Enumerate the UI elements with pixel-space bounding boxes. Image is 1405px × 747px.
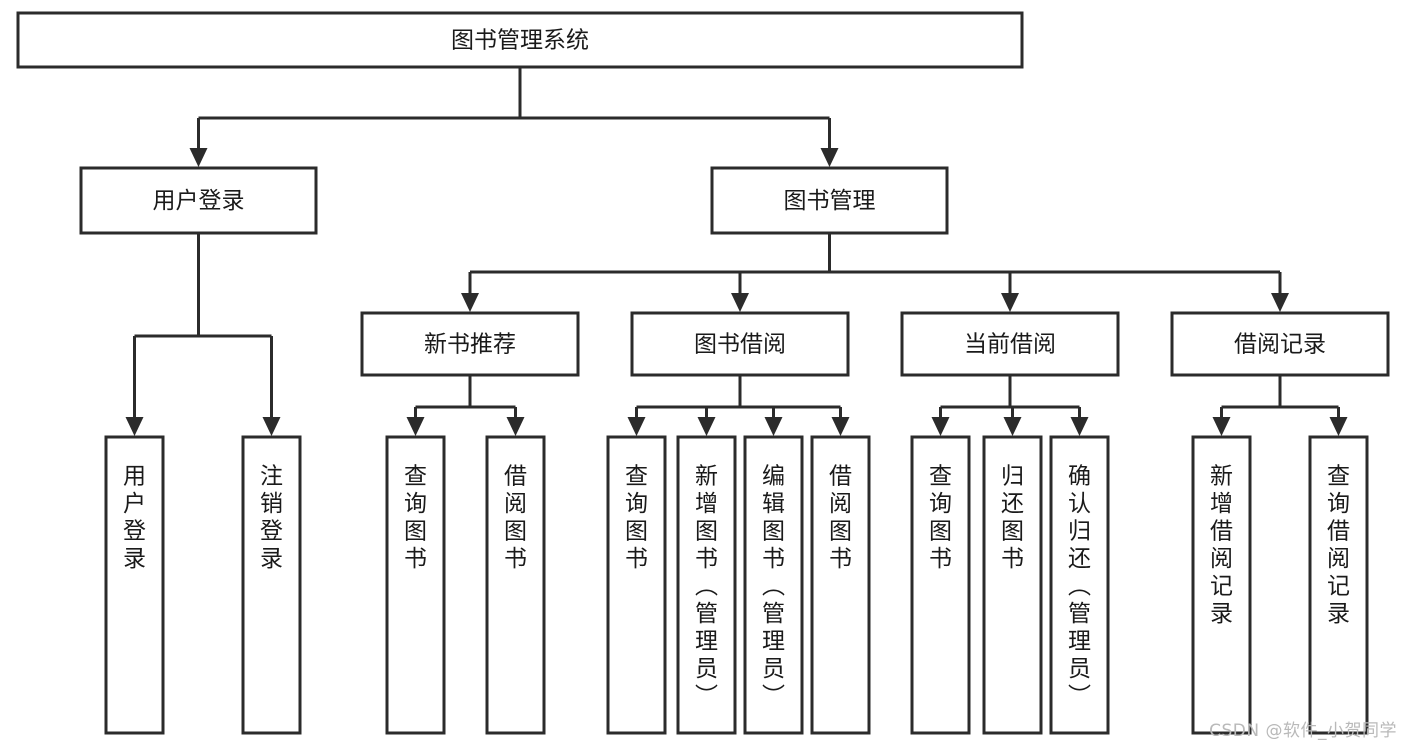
node-label: 借阅图书 [504, 463, 527, 572]
node-label: 查询图书 [929, 463, 952, 572]
node-label: 用户登录 [123, 463, 146, 572]
node-new-book-rec[interactable]: 新书推荐 [360, 311, 580, 377]
node-label: 新书推荐 [424, 332, 516, 358]
arrow-head-icon [1271, 293, 1289, 312]
node-user-login[interactable]: 用户登录 [79, 166, 318, 235]
node-leaf-borrow-book-1[interactable]: 借阅图书 [485, 435, 546, 735]
node-label: 当前借阅 [964, 332, 1056, 358]
arrow-head-icon [627, 417, 646, 436]
node-label: 查询图书 [404, 463, 427, 572]
node-label: 确认归还︵管理员︶ [1068, 463, 1091, 709]
node-label: 图书管理 [784, 188, 876, 214]
node-borrow-record[interactable]: 借阅记录 [1170, 311, 1390, 377]
node-label: 图书管理系统 [451, 28, 589, 54]
node-label: 新增借阅记录 [1210, 463, 1233, 627]
arrow-head-icon [1070, 417, 1089, 436]
node-leaf-return-book[interactable]: 归还图书 [982, 435, 1043, 735]
node-leaf-query-book-1[interactable]: 查询图书 [385, 435, 446, 735]
arrow-head-icon [931, 417, 950, 436]
node-root-图书管理系统[interactable]: 图书管理系统 [16, 11, 1024, 69]
node-label: 查询借阅记录 [1327, 463, 1350, 627]
arrow-head-icon [262, 417, 281, 436]
arrow-head-icon [820, 148, 839, 167]
node-label: 查询图书 [625, 463, 648, 572]
node-leaf-query-record[interactable]: 查询借阅记录 [1308, 435, 1369, 735]
node-label: 新增图书︵管理员︶ [695, 463, 718, 709]
node-layer: 图书管理系统用户登录图书管理新书推荐图书借阅当前借阅借阅记录用户登录注销登录查询… [16, 11, 1390, 735]
node-label: 归还图书 [1001, 463, 1024, 572]
arrow-head-icon [1001, 293, 1019, 312]
node-book-manage[interactable]: 图书管理 [710, 166, 949, 235]
arrow-head-icon [764, 417, 783, 436]
node-leaf-borrow-book-2[interactable]: 借阅图书 [810, 435, 871, 735]
node-label: 注销登录 [260, 463, 283, 572]
node-label: 借阅记录 [1234, 332, 1326, 358]
node-book-borrow[interactable]: 图书借阅 [630, 311, 850, 377]
node-leaf-query-book-3[interactable]: 查询图书 [910, 435, 971, 735]
node-leaf-logout[interactable]: 注销登录 [241, 435, 302, 735]
node-leaf-query-book-2[interactable]: 查询图书 [606, 435, 667, 735]
node-label: 借阅图书 [829, 463, 852, 572]
arrow-head-icon [1329, 417, 1348, 436]
arrow-head-icon [406, 417, 425, 436]
arrow-head-icon [731, 293, 749, 312]
arrow-head-icon [506, 417, 525, 436]
arrow-head-icon [189, 148, 208, 167]
arrow-head-icon [1003, 417, 1022, 436]
node-label: 编辑图书︵管理员︶ [762, 463, 785, 709]
arrow-head-icon [697, 417, 716, 436]
node-leaf-add-book[interactable]: 新增图书︵管理员︶ [676, 435, 737, 735]
node-label: 用户登录 [153, 188, 245, 214]
node-label: 图书借阅 [694, 332, 786, 358]
node-leaf-add-record[interactable]: 新增借阅记录 [1191, 435, 1252, 735]
node-leaf-confirm-return[interactable]: 确认归还︵管理员︶ [1049, 435, 1110, 735]
node-leaf-user-login[interactable]: 用户登录 [104, 435, 165, 735]
arrow-head-icon [1212, 417, 1231, 436]
node-leaf-edit-book[interactable]: 编辑图书︵管理员︶ [743, 435, 804, 735]
edge-layer [125, 67, 1348, 436]
arrow-head-icon [125, 417, 144, 436]
arrow-head-icon [461, 293, 479, 312]
arrow-head-icon [831, 417, 850, 436]
node-current-borrow[interactable]: 当前借阅 [900, 311, 1120, 377]
